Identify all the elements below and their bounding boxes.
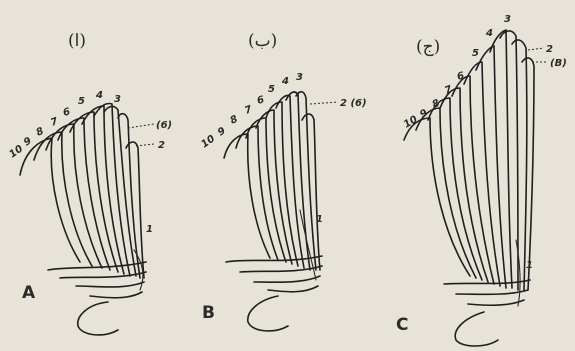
panel-c-num-6: 6 — [456, 70, 466, 82]
panel-b-letter: B — [202, 303, 215, 323]
panel-b-num-8: 8 — [229, 114, 240, 127]
panel-c-callout-2: (B) — [550, 58, 567, 69]
panel-c: (ج) 10 9 8 7 6 5 4 3 1 2 — [396, 14, 567, 346]
panel-a-num-8: 8 — [35, 126, 46, 139]
panel-a-num-9: 9 — [22, 136, 34, 149]
panel-b-num-1: 1 — [316, 214, 323, 225]
panel-a-num-7: 7 — [49, 116, 59, 129]
panel-b-callout: 2 (6) — [340, 98, 367, 109]
panel-a-callout-2: 2 — [158, 140, 165, 151]
panel-c-header: (ج) — [416, 37, 440, 57]
panel-a-num-4: 4 — [95, 90, 103, 101]
panel-c-num-1: 1 — [526, 260, 533, 271]
panel-a-num-10: 10 — [7, 143, 25, 160]
panel-a-letter: A — [22, 283, 36, 303]
panel-b-num-7: 7 — [243, 104, 253, 117]
panel-a-num-6: 6 — [62, 106, 72, 118]
panel-c-callout-line-1 — [528, 48, 544, 50]
panel-a-num-3: 3 — [114, 94, 121, 105]
panel-c-num-7: 7 — [443, 84, 453, 97]
panel-a-callout-line-1 — [128, 124, 154, 128]
panel-a: (ا) 10 9 8 7 6 5 4 3 — [7, 31, 172, 335]
panel-b-num-10: 10 — [199, 133, 217, 150]
panel-a-num-5: 5 — [78, 96, 85, 107]
panel-b: (ب) 10 9 8 7 6 5 4 3 1 2 (6) B — [199, 31, 366, 331]
panel-a-callout-line-2 — [136, 144, 154, 146]
panel-a-callout-1: (6) — [156, 120, 172, 131]
panel-b-wing — [224, 92, 322, 331]
panel-b-header: (ب) — [248, 31, 277, 51]
panel-c-letter: C — [396, 315, 408, 335]
panel-c-num-3: 3 — [504, 14, 511, 25]
panel-c-wing — [404, 30, 534, 346]
panel-a-num-1: 1 — [146, 224, 153, 235]
panel-c-num-4: 4 — [485, 28, 493, 39]
panel-c-num-5: 5 — [472, 48, 479, 59]
panel-c-callout-1: 2 — [546, 44, 553, 55]
panel-b-num-5: 5 — [268, 84, 275, 95]
panel-b-num-9: 9 — [216, 126, 228, 139]
panel-a-header: (ا) — [68, 31, 86, 51]
panel-b-num-6: 6 — [256, 94, 266, 106]
panel-b-callout-line — [310, 102, 338, 104]
panel-b-num-3: 3 — [296, 72, 303, 83]
panel-b-num-4: 4 — [281, 76, 289, 87]
